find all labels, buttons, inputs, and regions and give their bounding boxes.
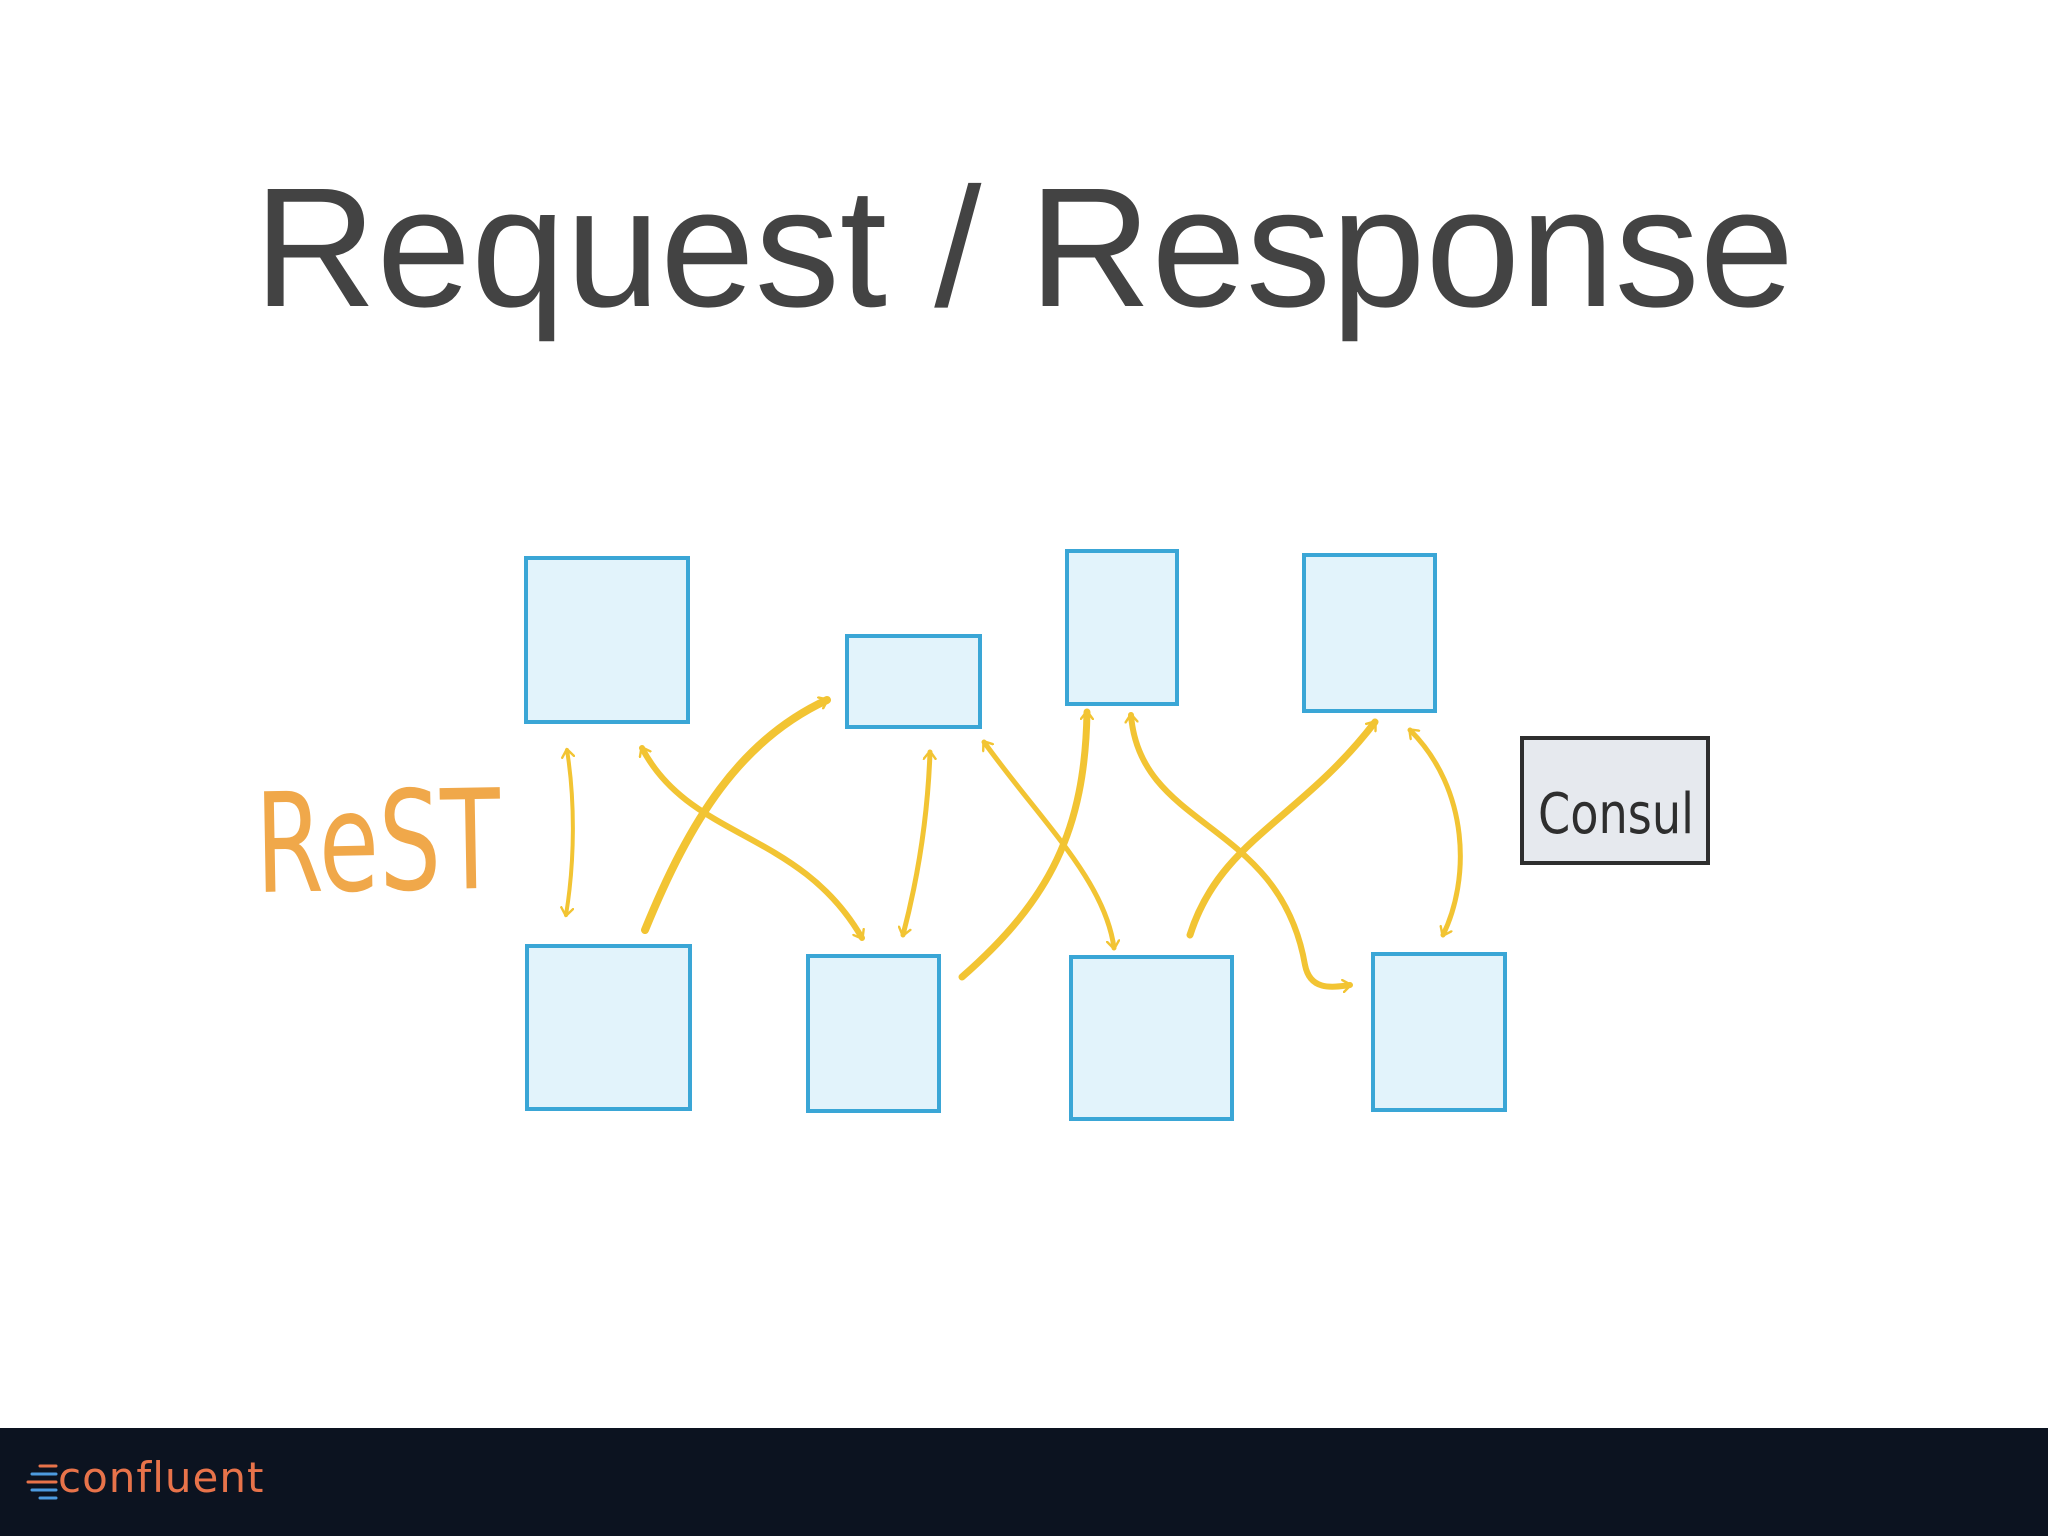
arrow <box>566 750 573 915</box>
service-boxes-bottom <box>525 944 1507 1121</box>
consul-registry: Consul <box>1520 736 1710 865</box>
arrow <box>1131 712 1353 987</box>
service-box <box>1371 952 1507 1112</box>
arrow <box>642 745 865 941</box>
service-box <box>1065 549 1179 706</box>
arrow <box>641 696 831 934</box>
arrow <box>1407 727 1463 938</box>
service-boxes-top <box>524 549 1437 729</box>
service-box <box>1069 955 1234 1121</box>
arrow <box>903 749 930 938</box>
service-box <box>524 556 690 724</box>
confluent-logo-icon <box>26 1464 58 1500</box>
brand-logo-text: confluent <box>58 1453 265 1502</box>
service-box <box>845 634 982 729</box>
arrow <box>981 739 1114 951</box>
request-arrows <box>566 696 1463 987</box>
consul-label: Consul <box>1538 782 1694 847</box>
rest-label: ReST <box>254 760 502 925</box>
slide-title: Request / Response <box>253 153 1795 343</box>
arrow <box>1186 718 1379 939</box>
arrow <box>958 708 1087 981</box>
service-box <box>525 944 692 1111</box>
service-box <box>1302 553 1437 713</box>
footer-bar: confluent <box>0 1428 2048 1536</box>
service-box <box>806 954 941 1113</box>
consul-box <box>1520 736 1710 865</box>
